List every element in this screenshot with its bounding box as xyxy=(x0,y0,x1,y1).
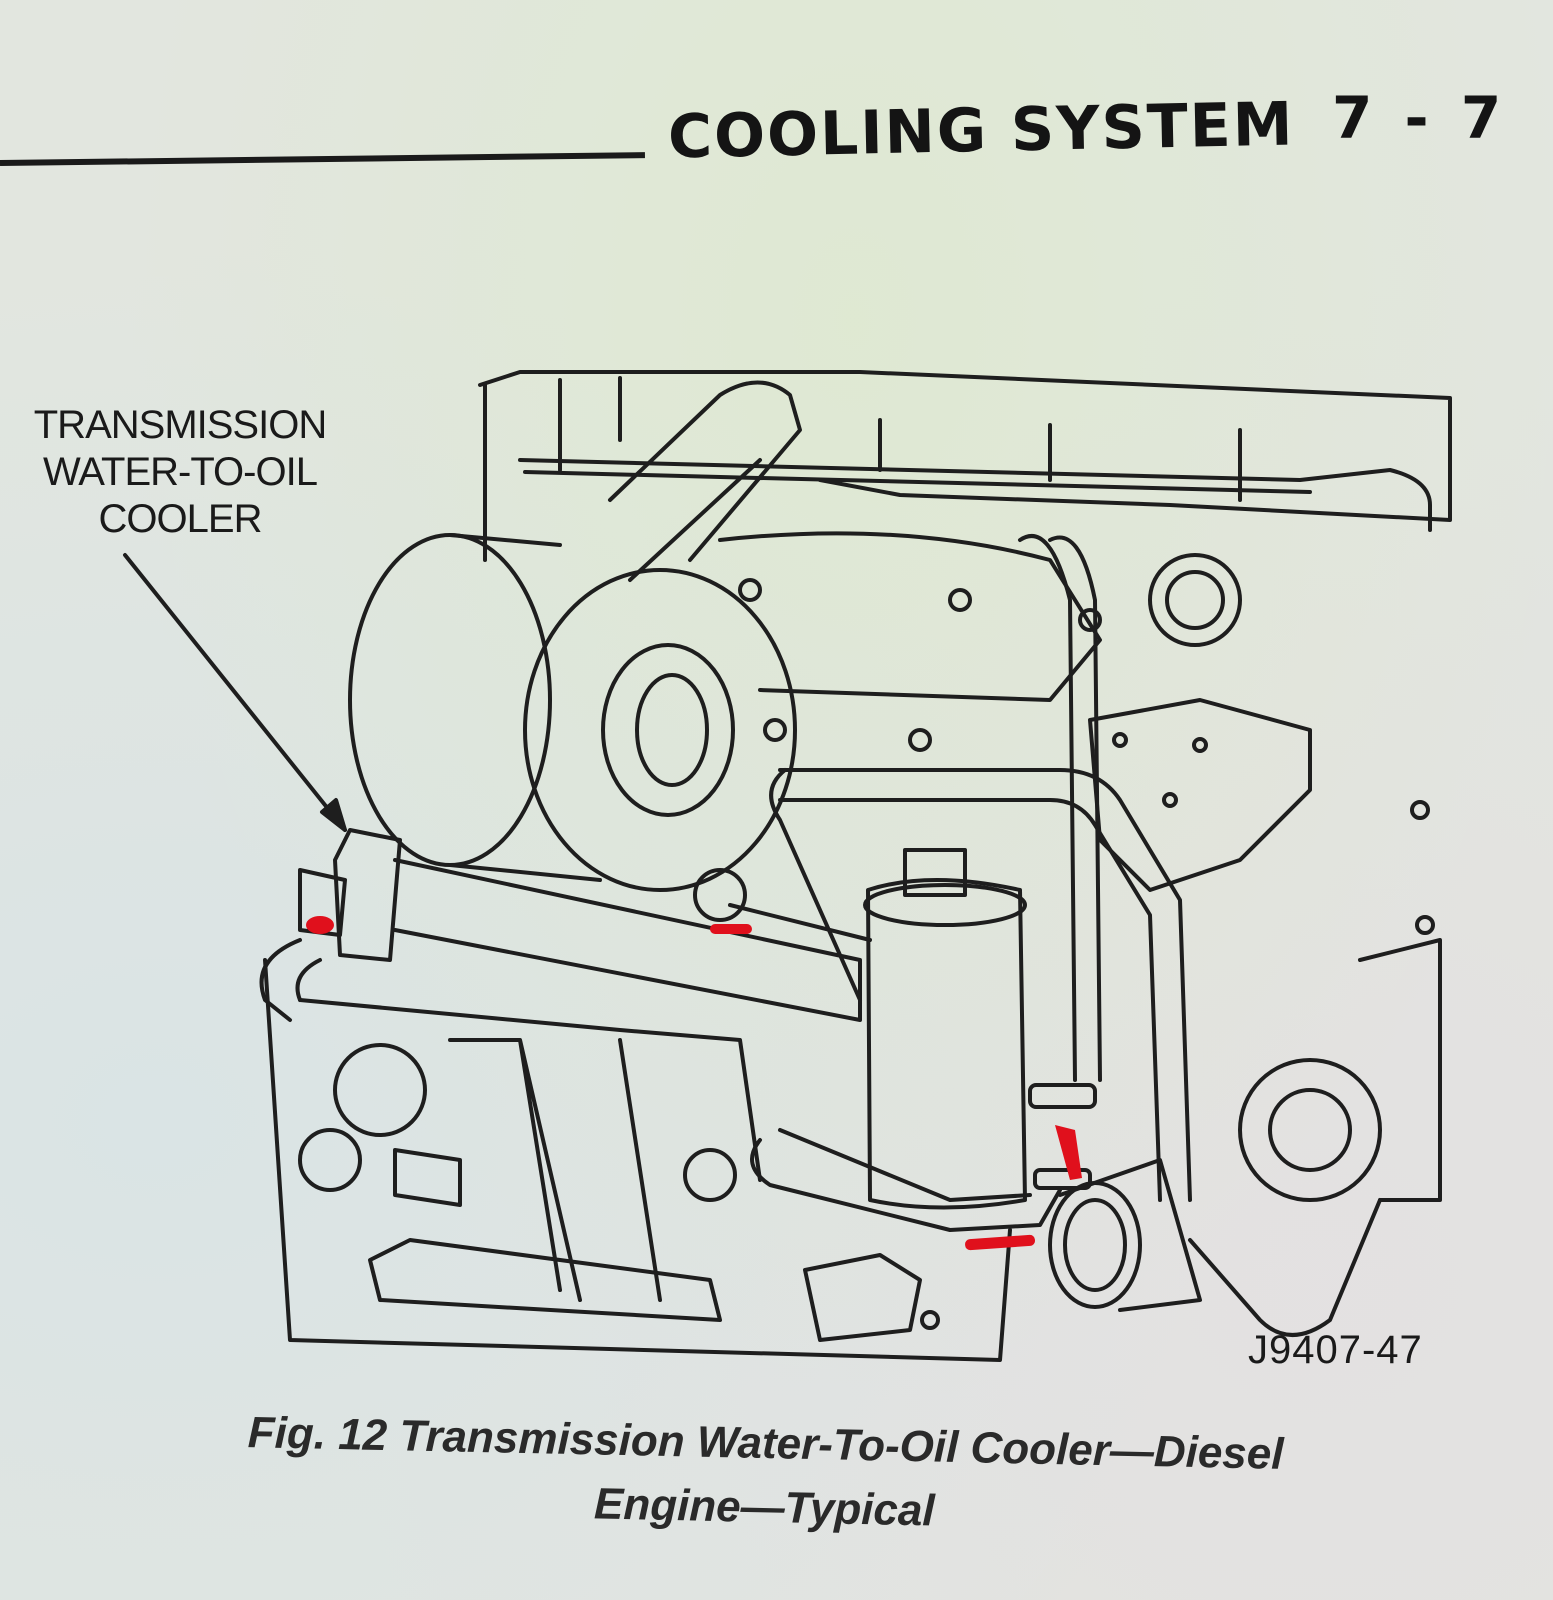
hose-clamp-lower xyxy=(1033,1168,1092,1190)
turbo-inlet-pipe xyxy=(608,380,802,562)
filler-cap xyxy=(1148,553,1242,647)
mounting-bracket xyxy=(1088,698,1312,892)
return-tube xyxy=(259,938,302,1022)
callout-label: TRANSMISSION WATER-TO-OIL COOLER xyxy=(20,402,340,543)
coolant-tube xyxy=(778,768,1192,1202)
callout-leader-line xyxy=(123,553,347,832)
red-markup-oil-line xyxy=(710,924,752,934)
red-markup-lower-hose xyxy=(965,1234,1035,1251)
turbocharger-housing xyxy=(523,568,797,892)
hose-clamp-upper xyxy=(1028,1083,1097,1109)
red-markup-upper-hose xyxy=(1055,1125,1082,1180)
pulley xyxy=(1238,1058,1382,1202)
oil-line xyxy=(728,903,872,942)
intake-manifold xyxy=(478,370,1452,522)
page-number: 7 - 7 xyxy=(1332,84,1508,152)
figure-caption: Fig. 12 Transmission Water-To-Oil Cooler… xyxy=(109,1398,1421,1553)
cooler-canister xyxy=(866,878,1027,1210)
callout-label-line-3: COOLER xyxy=(98,497,263,541)
red-markup-cooler-fitting xyxy=(306,916,334,934)
callout-arrowhead xyxy=(320,798,347,832)
figure-id: J9407-47 xyxy=(1248,1328,1423,1372)
engine-block xyxy=(263,958,1012,1362)
callout-label-line-2: WATER-TO-OIL xyxy=(43,450,318,494)
lower-hose xyxy=(750,1138,1062,1232)
water-to-oil-cooler xyxy=(333,828,402,962)
callout-label-line-1: TRANSMISSION xyxy=(33,403,327,447)
